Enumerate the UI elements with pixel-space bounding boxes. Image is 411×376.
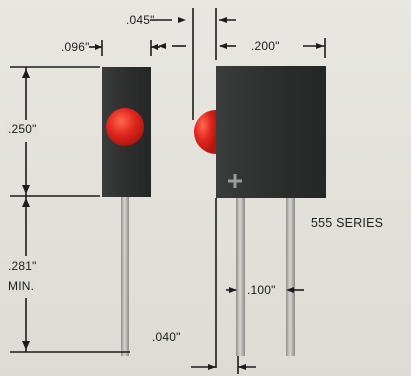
plus-mark-icon	[228, 174, 242, 188]
led-width-dimension: .096"	[61, 40, 90, 54]
arrowheads	[22, 17, 324, 370]
lead-inset-dimension: .040"	[152, 330, 181, 344]
small-led-dome	[106, 108, 144, 146]
body-height-dimension: .250"	[6, 122, 39, 136]
large-led-component	[194, 66, 326, 356]
lead-length-qualifier: MIN.	[6, 279, 37, 293]
lead-left	[236, 196, 245, 356]
lead-right	[286, 196, 295, 356]
offset-dimension: .045"	[126, 13, 155, 27]
small-led-component	[102, 67, 151, 356]
lead-length-dimension: .281"	[6, 259, 39, 273]
large-housing	[216, 66, 326, 198]
lead-spacing-dimension: .100"	[247, 283, 276, 297]
small-lead	[121, 196, 129, 356]
series-label: 555 SERIES	[311, 216, 384, 230]
large-led-dome	[194, 110, 216, 154]
body-width-dimension: .200"	[251, 39, 280, 53]
